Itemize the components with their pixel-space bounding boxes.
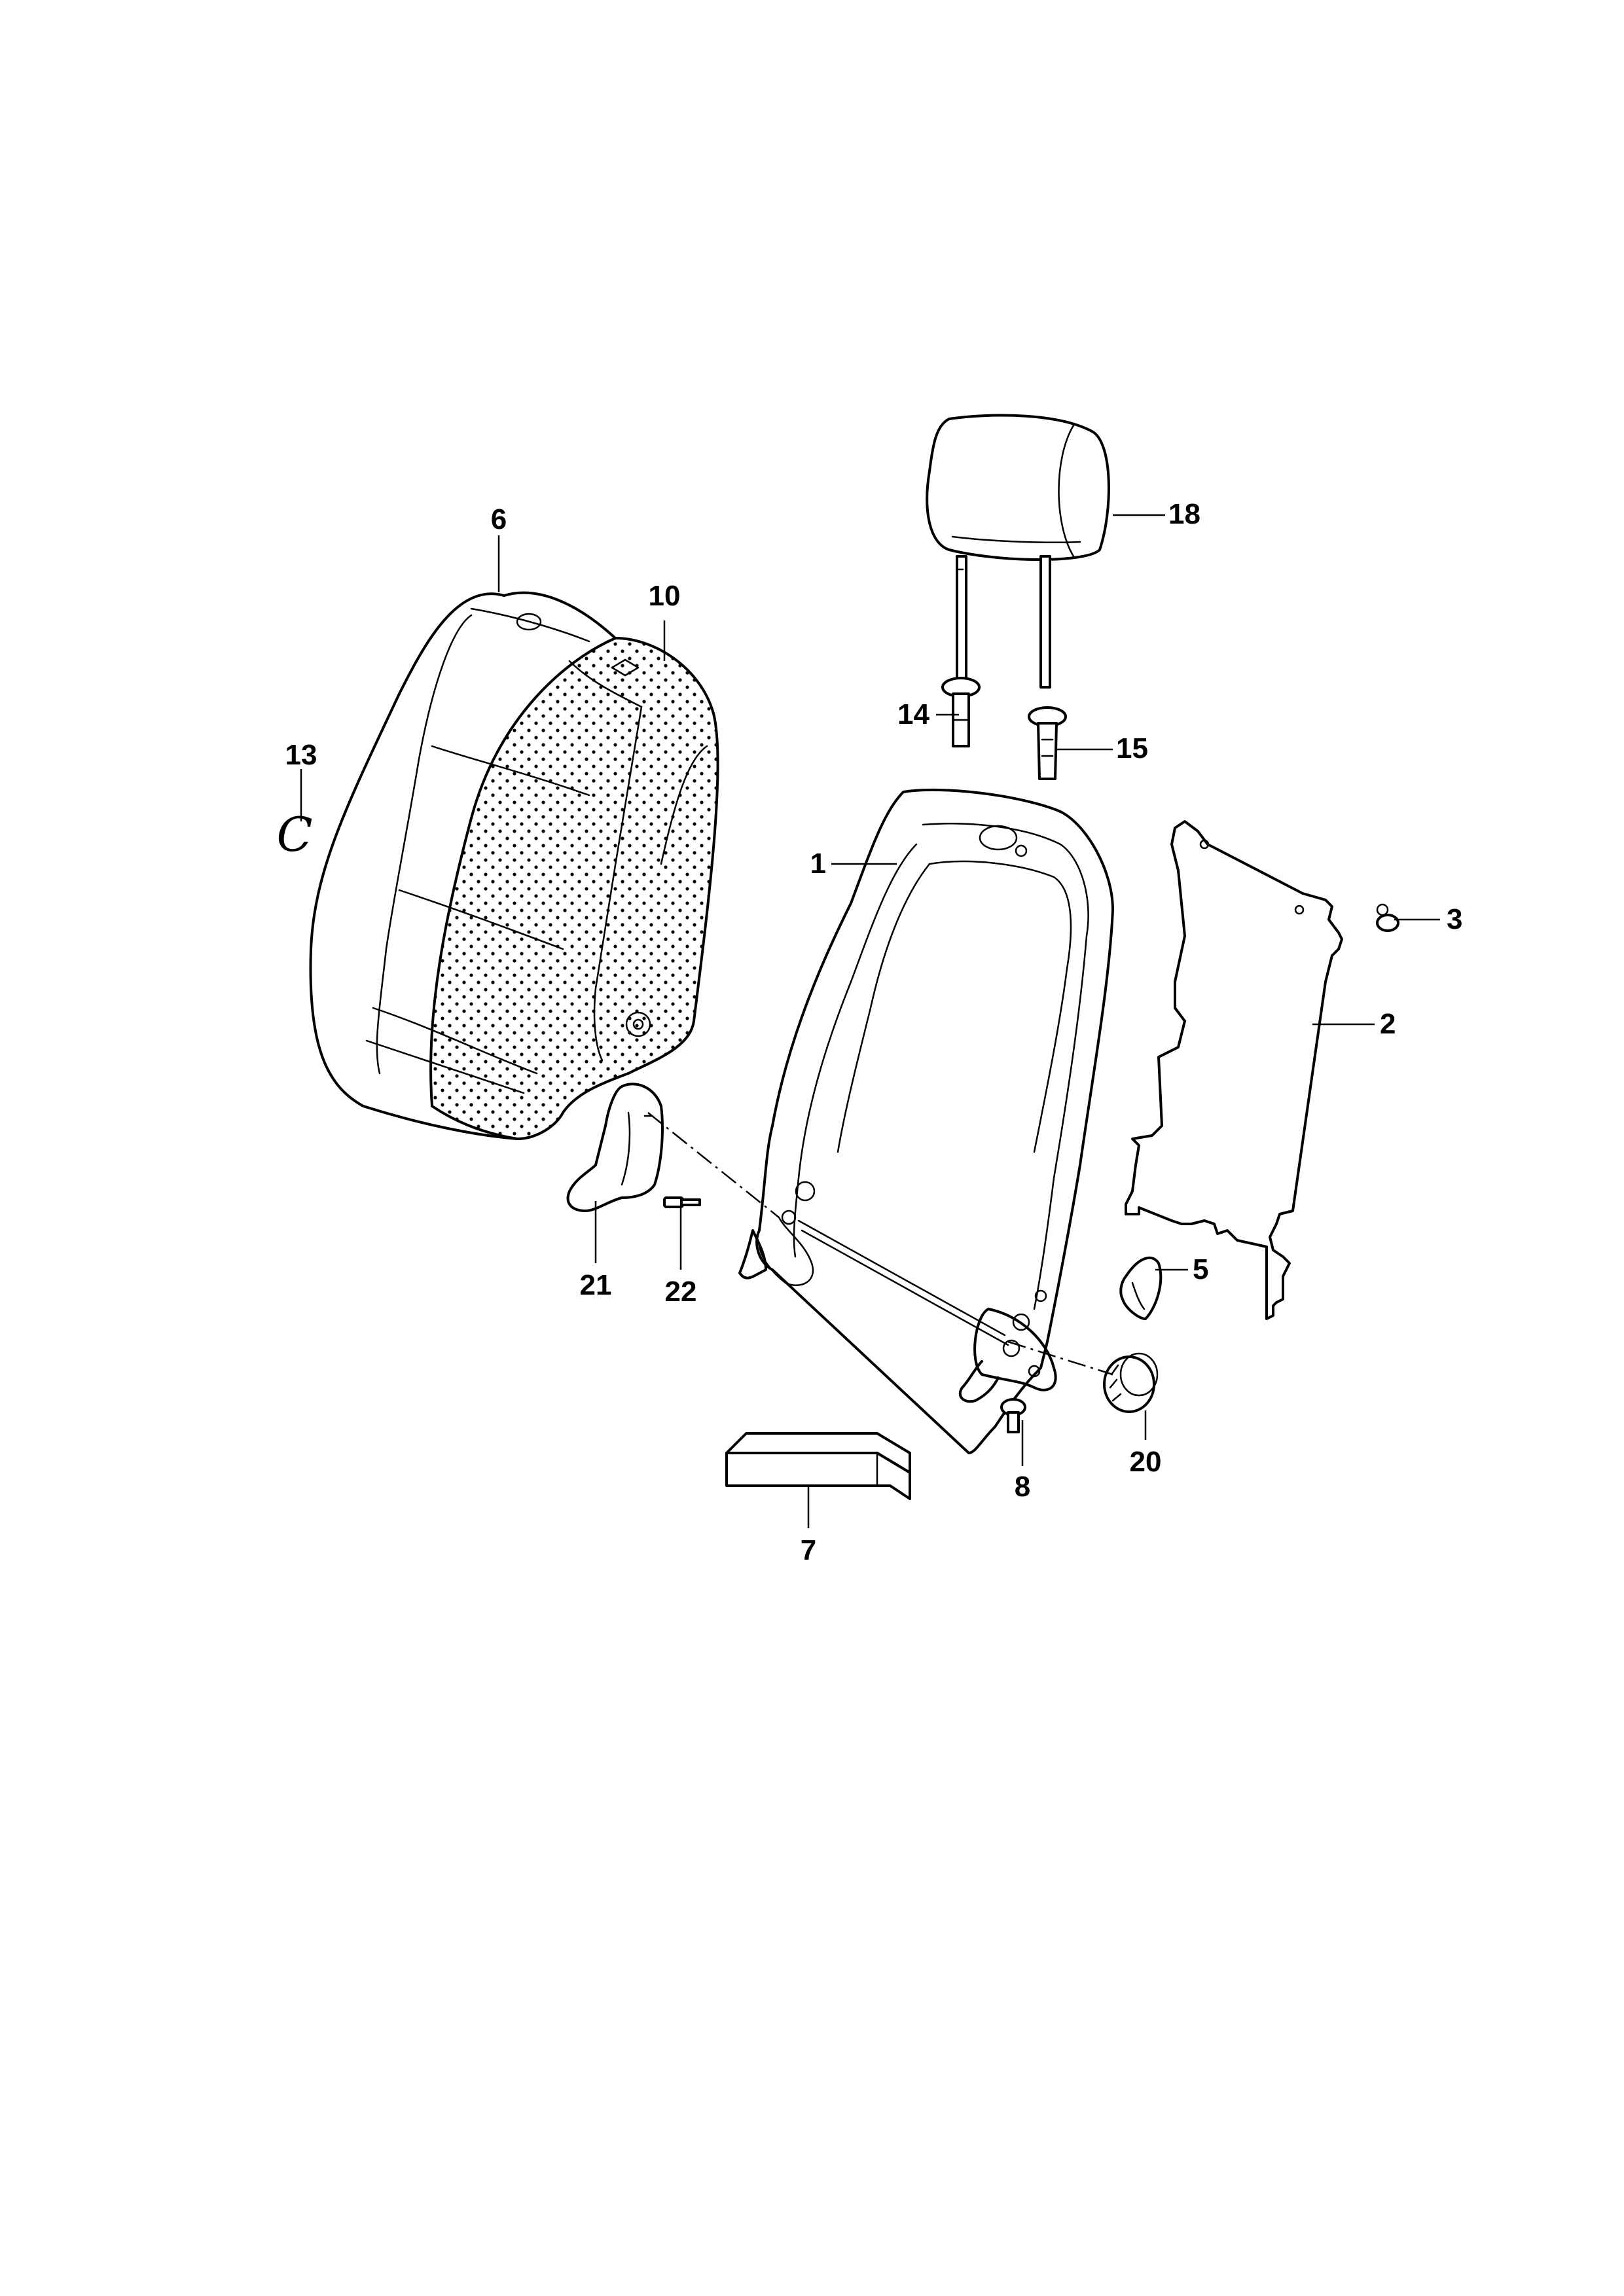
leader-lines [300,514,1440,1528]
callout-18: 18 [1168,498,1200,530]
callout-7: 7 [801,1534,816,1566]
callout-21: 21 [580,1269,612,1301]
callout-5: 5 [1193,1253,1208,1285]
headrest-guide-15-part [1028,706,1067,780]
callout-10: 10 [649,580,681,612]
backrest-padding-part [429,637,719,1140]
callout-15: 15 [1116,732,1148,764]
callout-14: 14 [897,698,929,730]
padding-piece-part [725,1432,911,1500]
cap-part [1119,1256,1163,1320]
callout-3: 3 [1447,903,1462,935]
rear-panel-part [1125,820,1343,1320]
clip-part [1376,903,1399,932]
variant-code-text: C [276,807,312,862]
callout-2: 2 [1380,1008,1396,1040]
callout-22: 22 [665,1276,697,1308]
bolt-8-part [1000,1398,1026,1433]
backrest-frame-part [738,788,1114,1454]
callout-8: 8 [1015,1471,1030,1503]
screw-22-part [663,1196,701,1208]
hinge-cover-part [566,1083,664,1212]
headrest-guide-14-part [941,677,981,747]
callout-1: 1 [810,848,826,880]
headrest-part [926,414,1110,689]
callout-labels: 6 10 13 18 14 15 1 3 2 5 20 8 7 21 22 [285,498,1463,1566]
callout-6: 6 [491,503,507,535]
callout-20: 20 [1130,1446,1162,1478]
adjustment-knob-part [1103,1352,1159,1413]
variant-code-symbol: C [276,807,312,862]
callout-13: 13 [285,739,317,771]
